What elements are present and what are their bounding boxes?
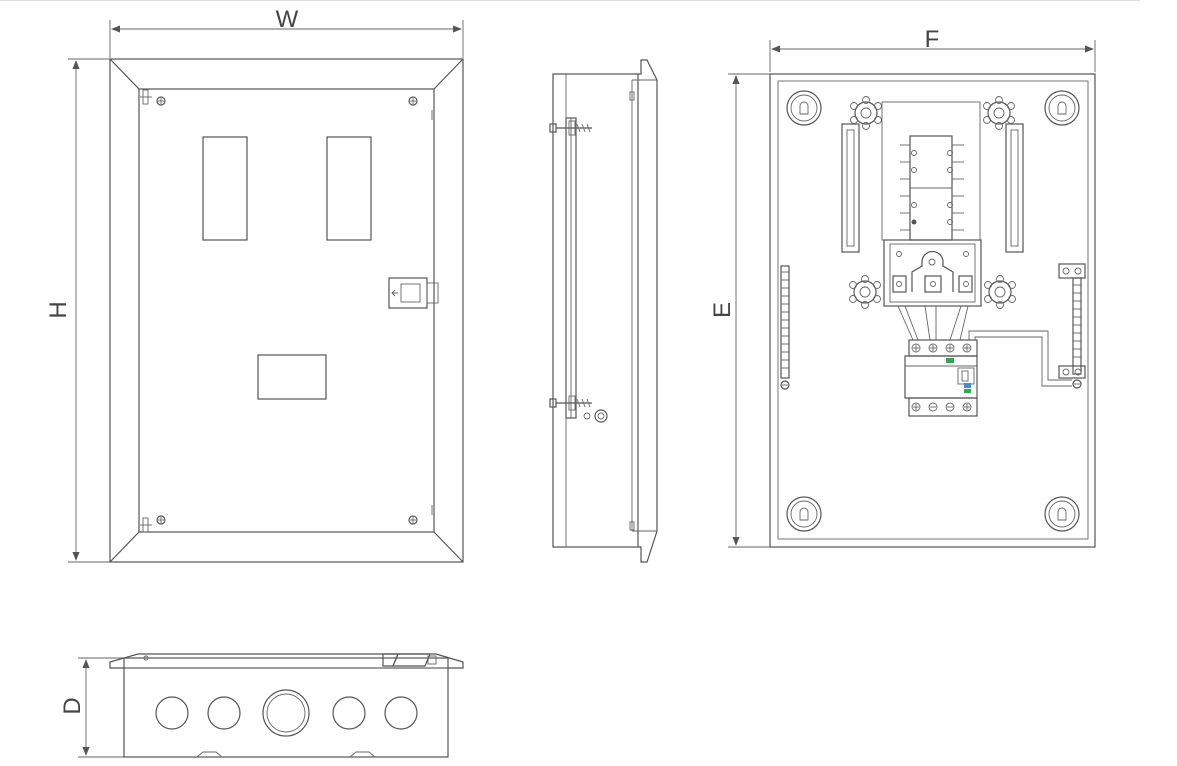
screw-icon: [156, 96, 166, 106]
door-lock-icon: [388, 277, 439, 309]
bolt-icon: [549, 120, 592, 136]
star-knob-icon: [849, 275, 881, 309]
cable-knockout: [384, 696, 418, 730]
status-indicator-icon: [946, 358, 954, 363]
cable-knockout: [262, 689, 310, 737]
hinge-icon: [140, 89, 152, 105]
mount-height-label: E: [709, 302, 736, 318]
side-view: [549, 59, 658, 563]
front-view: W H: [45, 6, 464, 563]
mount-width-dimension: F: [769, 26, 1096, 72]
star-knob-icon: [850, 96, 882, 130]
screw-icon: [408, 515, 418, 525]
internal-view: F E: [709, 26, 1096, 548]
wiring: [897, 305, 1072, 387]
keyhole-mount-icon: [786, 496, 822, 532]
height-dimension: H: [45, 58, 110, 563]
neutral-terminal-bar: [780, 265, 790, 390]
hinge-icon: [140, 517, 152, 533]
busbar-block: [900, 135, 964, 241]
label-window: [257, 354, 327, 400]
keyhole-mount-icon: [1044, 90, 1080, 126]
star-knob-icon: [984, 275, 1016, 309]
mount-height-dimension: E: [709, 73, 778, 548]
earth-terminal-bar: [1058, 263, 1086, 389]
trip-indicator-icon: [964, 389, 971, 393]
rcd-breaker: [904, 339, 978, 417]
door-lock-icon: [382, 653, 437, 667]
bolt-icon: [549, 395, 592, 411]
cable-knockout: [155, 696, 189, 730]
main-switch: [883, 239, 982, 307]
depth-dimension: D: [59, 657, 124, 758]
breaker-window: [326, 136, 372, 241]
keyhole-mount-icon: [1044, 496, 1080, 532]
width-label: W: [276, 6, 299, 33]
screw-icon: [408, 96, 418, 106]
screw-icon: [156, 515, 166, 525]
keyhole-mount-icon: [786, 90, 822, 126]
height-label: H: [45, 301, 72, 318]
mount-width-label: F: [925, 26, 940, 53]
bottom-view: D: [59, 653, 464, 758]
cable-knockout: [207, 696, 241, 730]
star-knob-icon: [983, 96, 1015, 130]
width-dimension: W: [109, 6, 464, 58]
test-button-indicator-icon: [964, 383, 971, 388]
breaker-window: [202, 136, 248, 241]
cable-knockout: [332, 696, 366, 730]
depth-label: D: [59, 697, 86, 714]
earth-screw-icon: [583, 409, 608, 423]
